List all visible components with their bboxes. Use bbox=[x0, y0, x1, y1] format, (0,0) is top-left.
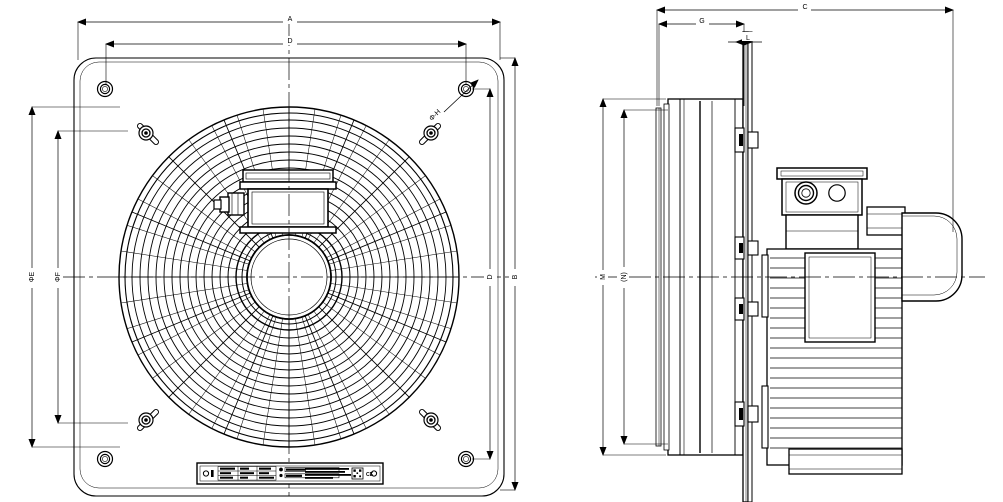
motor-body bbox=[761, 248, 903, 475]
motor-terminal-box bbox=[776, 167, 868, 250]
mounting-bracket bbox=[734, 127, 759, 427]
side-view: C G L M bbox=[595, 2, 985, 502]
dimension-c: C bbox=[656, 2, 954, 232]
dimension-n: (N) bbox=[618, 109, 668, 445]
dim-label-n: (N) bbox=[621, 272, 628, 282]
dim-label-a: A bbox=[288, 16, 293, 23]
mounting-plate-edge bbox=[742, 31, 753, 502]
dimension-d-horizontal: D bbox=[105, 36, 467, 84]
dimension-l: L bbox=[728, 32, 762, 106]
grille-fixing-lug bbox=[137, 123, 441, 431]
ce-mark: CE bbox=[366, 472, 374, 478]
dim-label-c: C bbox=[802, 4, 807, 11]
mounting-plate bbox=[73, 57, 505, 497]
dim-label-m: M bbox=[600, 274, 607, 280]
motor-junction-box bbox=[239, 169, 337, 234]
motor-shaft bbox=[866, 206, 906, 236]
cable-gland bbox=[213, 192, 245, 216]
dimension-d-vertical: D bbox=[472, 88, 495, 460]
dimension-phi-e: ΦE bbox=[25, 106, 120, 448]
blanking-plug bbox=[828, 184, 846, 202]
dim-label-l: L bbox=[746, 35, 750, 42]
front-view: Φ-H bbox=[25, 14, 520, 500]
dimension-a: A bbox=[77, 14, 501, 60]
dim-label-d-top: D bbox=[287, 38, 292, 45]
nameplate-qr-block bbox=[351, 467, 364, 480]
motor-end-cap bbox=[901, 212, 963, 302]
front-centerlines bbox=[63, 24, 512, 500]
motor-nameplate: CE bbox=[196, 462, 384, 485]
dimension-m: M bbox=[597, 98, 666, 456]
dim-label-phi-e: ΦE bbox=[29, 272, 36, 283]
dimension-phi-f: ΦF bbox=[51, 130, 128, 424]
dim-label-g: G bbox=[699, 18, 704, 25]
dim-label-d-right: D bbox=[487, 274, 494, 279]
dimension-b: B bbox=[500, 57, 520, 491]
dim-label-b: B bbox=[512, 274, 519, 279]
dim-label-phi-f: ΦF bbox=[55, 272, 62, 282]
